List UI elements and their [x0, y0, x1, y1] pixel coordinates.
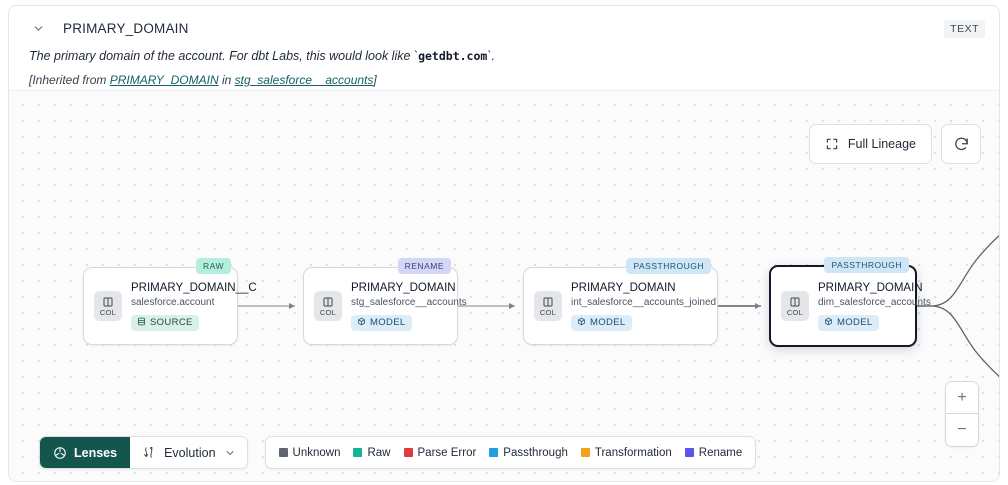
inherited-suffix: ]: [373, 72, 377, 87]
legend-item: Raw: [353, 446, 391, 459]
edge-out-top: [917, 234, 999, 307]
zoom-in-button[interactable]: +: [946, 382, 978, 414]
column-detail-panel: PRIMARY_DOMAIN TEXT The primary domain o…: [8, 5, 1000, 482]
inherited-column-link[interactable]: PRIMARY_DOMAIN: [109, 72, 219, 87]
cube-icon: [577, 317, 586, 329]
lineage-node[interactable]: RAW COL PRIMARY_DOMAIN__C salesforce.acc…: [83, 258, 257, 345]
node-column-name: PRIMARY_DOMAIN__C: [131, 281, 257, 294]
evolution-icon: [142, 445, 156, 460]
node-dataset-name: int_salesforce__accounts_joined: [571, 297, 717, 309]
node-kind-label: MODEL: [590, 317, 626, 329]
evolution-label: Evolution: [164, 445, 216, 460]
node-body: PRIMARY_DOMAIN stg_salesforce__accounts …: [351, 281, 467, 332]
lineage-node[interactable]: PASSTHROUGH COL PRIMARY_DOMAIN int_sales…: [523, 258, 718, 345]
legend-label: Parse Error: [417, 446, 477, 459]
node-column-name: PRIMARY_DOMAIN: [818, 281, 923, 294]
refresh-button[interactable]: [941, 124, 981, 164]
description-code: getdbt.com: [418, 49, 488, 63]
evolution-dropdown[interactable]: Evolution: [130, 437, 247, 468]
columns-icon: COL: [314, 291, 342, 321]
legend-item: Rename: [684, 446, 743, 459]
legend-item: Parse Error: [403, 446, 477, 459]
chevron-down-icon[interactable]: [29, 19, 47, 37]
refresh-icon: [953, 136, 970, 153]
node-kind-label: MODEL: [370, 317, 406, 329]
legend-item: Unknown: [278, 446, 341, 459]
legend-swatch: [684, 448, 694, 457]
legend-label: Rename: [698, 446, 743, 459]
cube-icon: [357, 317, 366, 329]
node-body: PRIMARY_DOMAIN int_salesforce__accounts_…: [571, 281, 717, 332]
legend-swatch: [353, 448, 363, 457]
column-description: The primary domain of the account. For d…: [29, 49, 985, 65]
lineage-edges: [238, 234, 999, 378]
chevron-down-icon: [224, 447, 236, 459]
columns-icon: COL: [781, 291, 809, 321]
node-body: PRIMARY_DOMAIN__C salesforce.account SOU…: [131, 281, 257, 332]
aperture-icon: [53, 446, 67, 460]
columns-icon: COL: [94, 291, 122, 321]
legend-swatch: [489, 448, 499, 457]
canvas-controls: Full Lineage: [808, 124, 981, 164]
node-kind-label: MODEL: [837, 317, 873, 329]
legend-label: Transformation: [594, 446, 672, 459]
node-dataset-name: salesforce.account: [131, 297, 215, 309]
description-suffix: `.: [487, 49, 495, 63]
node-column-name: PRIMARY_DOMAIN: [571, 281, 676, 294]
node-kind-badge: MODEL: [351, 314, 412, 332]
lineage-node-selected[interactable]: PASSTHROUGH COL PRIMARY_DOMAIN dim_sales…: [769, 257, 931, 347]
node-kind-badge: MODEL: [571, 314, 632, 332]
node-tag: PASSTHROUGH: [626, 258, 711, 274]
node-column-name: PRIMARY_DOMAIN: [351, 281, 456, 294]
cube-icon: [824, 317, 833, 329]
full-lineage-button[interactable]: Full Lineage: [808, 124, 932, 164]
lineage-legend: Unknown Raw Parse Error Passthrough: [264, 436, 757, 469]
node-kind-badge: SOURCE: [131, 314, 199, 332]
col-label: COL: [786, 307, 804, 317]
lenses-button[interactable]: Lenses: [40, 437, 131, 468]
legend-label: Raw: [367, 446, 391, 459]
panel-header: PRIMARY_DOMAIN TEXT The primary domain o…: [9, 6, 999, 90]
legend-label: Passthrough: [503, 446, 568, 459]
node-tag: RENAME: [397, 258, 451, 274]
legend-swatch: [403, 448, 413, 457]
header-title-row: PRIMARY_DOMAIN: [29, 16, 985, 40]
col-label: COL: [539, 307, 557, 317]
edge-out-bottom: [917, 305, 999, 378]
inherited-prefix: [Inherited from: [29, 72, 110, 87]
node-kind-label: SOURCE: [150, 317, 193, 329]
col-label: COL: [99, 307, 117, 317]
columns-icon: COL: [534, 291, 562, 321]
legend-swatch: [580, 448, 590, 457]
zoom-controls: + −: [945, 381, 979, 447]
node-dataset-name: dim_salesforce_accounts: [818, 297, 931, 309]
legend-swatch: [278, 448, 288, 457]
description-prefix: The primary domain of the account. For d…: [29, 49, 419, 63]
inherited-mid: in: [218, 72, 235, 87]
node-dataset-name: stg_salesforce__accounts: [351, 297, 467, 309]
type-badge: TEXT: [944, 20, 985, 38]
lenses-evolution-group: Lenses Evolution: [39, 436, 248, 469]
legend-item: Passthrough: [489, 447, 568, 459]
database-icon: [137, 317, 146, 329]
canvas-bottom-bar: Lenses Evolution: [39, 436, 757, 469]
expand-icon: [825, 137, 839, 151]
node-body: PRIMARY_DOMAIN dim_salesforce_accounts M…: [818, 281, 931, 332]
node-tag: PASSTHROUGH: [824, 257, 909, 273]
lineage-node[interactable]: RENAME COL PRIMARY_DOMAIN stg_salesforce…: [303, 258, 467, 345]
node-kind-badge: MODEL: [818, 314, 879, 332]
zoom-out-button[interactable]: −: [946, 414, 978, 446]
legend-label: Unknown: [292, 446, 341, 459]
lenses-label: Lenses: [74, 445, 118, 460]
col-label: COL: [319, 307, 337, 317]
lineage-canvas[interactable]: Full Lineage RAW: [9, 90, 999, 481]
node-tag: RAW: [195, 258, 231, 274]
full-lineage-label: Full Lineage: [847, 137, 916, 151]
legend-item: Transformation: [580, 446, 672, 459]
page-title: PRIMARY_DOMAIN: [63, 20, 189, 36]
inherited-from-note: [Inherited from PRIMARY_DOMAIN in stg_sa…: [29, 73, 985, 87]
inherited-model-link[interactable]: stg_salesforce__accounts: [234, 72, 374, 87]
